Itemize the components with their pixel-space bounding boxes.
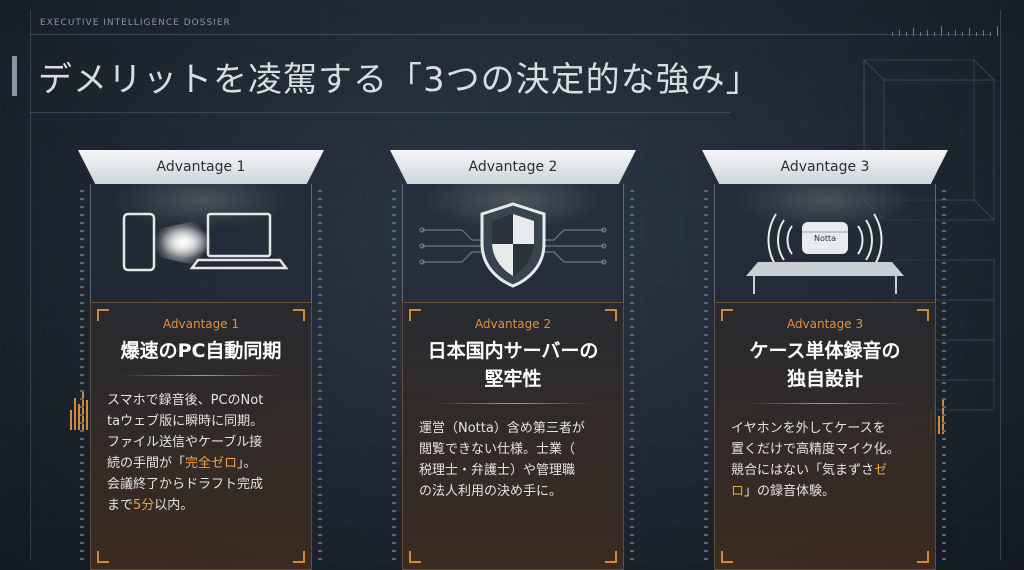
highlight-text: 完全ゼロ — [185, 456, 238, 471]
body-text: taウェブ版に瞬時に同期。 — [107, 414, 264, 429]
highlight-text: 5分 — [133, 498, 155, 513]
body-text: まで — [107, 498, 134, 513]
body-line: 置くだけで高精度マイク化。 — [731, 439, 919, 460]
card-tab-label: Advantage 3 — [702, 150, 948, 184]
body-text: イヤホンを外してケースを — [731, 421, 886, 436]
corner-mark — [293, 309, 305, 321]
corner-mark — [409, 309, 421, 321]
heading-divider — [432, 403, 594, 404]
card-sub-label: Advantage 2 — [474, 317, 552, 331]
body-text: スマホで録音後、PCのNot — [107, 393, 264, 408]
card-body: 運営（Notta）含め第三者が閲覧できない仕様。士業（ 税理士・弁護士）や管理職の… — [419, 418, 607, 502]
device-label: Notta — [813, 234, 837, 243]
corner-mark — [917, 551, 929, 563]
card-heading-line-1: 日本国内サーバーの — [427, 340, 599, 362]
card-rail-right — [630, 190, 634, 560]
frame-top-line — [30, 34, 990, 35]
dossier-label: EXECUTIVE INTELLIGENCE DOSSIER — [40, 18, 231, 28]
title-accent-bar — [12, 56, 17, 96]
body-line: ロ」の録音体験。 — [731, 481, 919, 502]
advantage-card-1: Advantage 1 Advantage 1 爆速のPC自動同期 スマホで録音 — [78, 150, 324, 570]
body-line: 閲覧できない仕様。士業（ — [419, 439, 607, 460]
body-text: 閲覧できない仕様。士業（ — [419, 442, 576, 457]
header-ticks — [892, 26, 998, 36]
card-heading: ケース単体録音の 独自設計 — [731, 337, 919, 393]
highlight-text: ロ — [731, 484, 745, 499]
card-heading: 爆速のPC自動同期 — [107, 337, 295, 365]
heading-divider — [120, 375, 282, 376]
corner-mark — [97, 551, 109, 563]
card-sub-label: Advantage 1 — [162, 317, 240, 331]
body-line: 競合にはない「気まずさゼ — [731, 460, 919, 481]
body-text: 競合にはない「気まずさ — [731, 463, 875, 478]
card-rail-left — [392, 190, 396, 560]
body-text: 続の手間が「 — [107, 456, 186, 471]
card-rail-left — [80, 190, 84, 560]
card-body: イヤホンを外してケースを置くだけで高精度マイク化。競合にはない「気まずさゼロ」の… — [731, 418, 919, 502]
frame-left-line — [30, 10, 31, 560]
corner-mark — [409, 551, 421, 563]
card-rail-right — [942, 190, 946, 560]
corner-mark — [605, 309, 617, 321]
body-line: 会議終了からドラフト完成 — [107, 474, 295, 495]
card-tab-label: Advantage 1 — [78, 150, 324, 184]
card-rail-left — [704, 190, 708, 560]
card-icon-panel — [714, 184, 936, 302]
frame-title-line — [30, 112, 730, 113]
card-heading-line-1: 爆速のPC自動同期 — [120, 340, 282, 362]
body-text: の法人利用の決め手に。 — [419, 484, 563, 499]
body-line: イヤホンを外してケースを — [731, 418, 919, 439]
body-text: 会議終了からドラフト完成 — [107, 477, 264, 492]
body-text: ファイル送信やケーブル接 — [107, 435, 263, 450]
body-text: 運営（Notta）含め第三者が — [419, 421, 585, 436]
corner-mark — [97, 309, 109, 321]
corner-mark — [721, 551, 733, 563]
body-line: taウェブ版に瞬時に同期。 — [107, 411, 295, 432]
body-line: の法人利用の決め手に。 — [419, 481, 607, 502]
card-text-panel: Advantage 2 日本国内サーバーの 堅牢性 運営（Notta）含め第三者… — [402, 302, 624, 570]
highlight-text: ゼ — [874, 463, 888, 478]
body-text: 置くだけで高精度マイク化。 — [731, 442, 900, 457]
recorder-case-icon: Notta — [714, 190, 936, 302]
heading-divider — [744, 403, 906, 404]
body-text: 以内。 — [154, 498, 194, 513]
phone-to-laptop-sync-icon — [90, 190, 312, 302]
page-title: デメリットを凌駕する「3つの決定的な強み」 — [38, 60, 761, 100]
body-text: 」の録音体験。 — [744, 484, 836, 499]
card-heading-line-2: 独自設計 — [786, 368, 863, 390]
body-line: 続の手間が「完全ゼロ」。 — [107, 453, 295, 474]
advantage-card-3: Advantage 3 Notta Advantage 3 ケース単体録 — [702, 150, 948, 570]
body-line: まで5分以内。 — [107, 495, 295, 516]
card-heading-line-2: 堅牢性 — [484, 368, 542, 390]
card-tab-label: Advantage 2 — [390, 150, 636, 184]
card-text-panel: Advantage 1 爆速のPC自動同期 スマホで録音後、PCのNot taウェ… — [90, 302, 312, 570]
card-text-panel: Advantage 3 ケース単体録音の 独自設計 イヤホンを外してケースを置く… — [714, 302, 936, 570]
shield-icon — [402, 190, 624, 302]
body-text: 」。 — [237, 456, 257, 471]
card-heading-line-1: ケース単体録音の — [749, 340, 901, 362]
frame-right-line — [1000, 10, 1001, 560]
body-line: スマホで録音後、PCのNot — [107, 390, 295, 411]
body-line: 運営（Notta）含め第三者が — [419, 418, 607, 439]
body-line: 税理士・弁護士）や管理職 — [419, 460, 607, 481]
corner-mark — [721, 309, 733, 321]
body-text: 税理士・弁護士）や管理職 — [419, 463, 576, 478]
card-sub-label: Advantage 3 — [786, 317, 864, 331]
corner-mark — [917, 309, 929, 321]
card-rail-right — [318, 190, 322, 560]
corner-mark — [293, 551, 305, 563]
body-line: ファイル送信やケーブル接 — [107, 432, 295, 453]
corner-mark — [605, 551, 617, 563]
advantage-card-2: Advantage 2 Advantage 2 — [390, 150, 636, 570]
card-heading: 日本国内サーバーの 堅牢性 — [419, 337, 607, 393]
